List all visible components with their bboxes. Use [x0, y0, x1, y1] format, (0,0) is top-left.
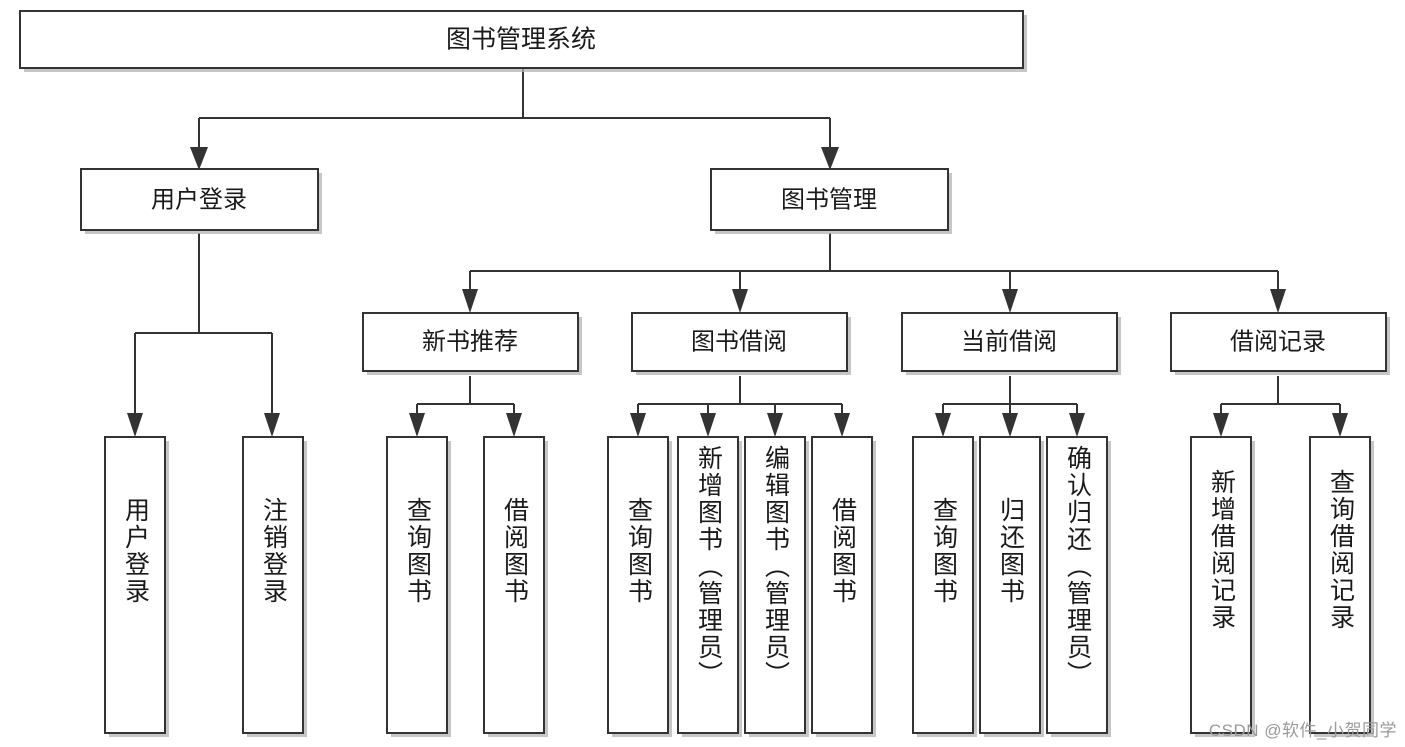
node-leaf-user-login[interactable] — [104, 436, 169, 737]
node-leaf-logout-login[interactable] — [242, 436, 307, 737]
node-borrow-record-box — [1170, 312, 1387, 372]
arrowhead-leaf-return-book — [1002, 413, 1018, 437]
node-root-label: 图书管理系统 — [446, 26, 596, 54]
node-book-management[interactable]: 图书管理 — [710, 168, 952, 234]
node-leaf-add-record[interactable] — [1190, 436, 1255, 737]
node-leaf-query-book-3[interactable] — [912, 436, 977, 737]
node-leaf-query-book-3-box — [912, 436, 974, 734]
connector-group — [127, 69, 1348, 437]
node-book-management-box — [710, 168, 949, 231]
node-book-borrow-box — [631, 312, 848, 372]
csdn-watermark: CSDN @软件_小贺同学 — [1208, 721, 1397, 740]
arrowhead-leaf-user-login — [127, 413, 143, 437]
node-leaf-add-book[interactable] — [677, 436, 742, 737]
arrowhead-book-borrow — [732, 289, 748, 313]
node-leaf-confirm-return[interactable] — [1046, 436, 1111, 737]
node-current-borrow-box — [901, 312, 1118, 372]
arrowhead-leaf-borrow-book-1 — [506, 413, 522, 437]
node-current-borrow[interactable]: 当前借阅 — [901, 312, 1121, 375]
node-leaf-return-book-box — [979, 436, 1041, 734]
node-leaf-query-record[interactable] — [1309, 436, 1374, 737]
node-leaf-add-record-box — [1190, 436, 1252, 734]
node-leaf-query-record-box — [1309, 436, 1371, 734]
node-leaf-borrow-book-1[interactable] — [483, 436, 548, 737]
leaf-nodes-group — [104, 436, 1374, 737]
arrowhead-new-book-recommend — [462, 289, 478, 313]
arrowhead-leaf-query-book-1 — [409, 413, 425, 437]
arrowhead-leaf-add-record — [1213, 413, 1229, 437]
arrowhead-borrow-record — [1270, 289, 1286, 313]
arrowhead-current-borrow — [1002, 289, 1018, 313]
node-leaf-edit-book[interactable] — [744, 436, 809, 737]
node-leaf-return-book[interactable] — [979, 436, 1044, 737]
node-book-management-label: 图书管理 — [781, 186, 877, 213]
arrowhead-leaf-edit-book — [767, 413, 783, 437]
arrowhead-leaf-query-record — [1332, 413, 1348, 437]
node-leaf-query-book-1[interactable] — [386, 436, 451, 737]
node-root[interactable]: 图书管理系统 — [19, 10, 1027, 72]
node-user-login-label: 用户登录 — [151, 186, 247, 213]
node-leaf-borrow-book-2-box — [811, 436, 873, 734]
node-leaf-borrow-book-1-box — [483, 436, 545, 734]
node-leaf-logout-login-box — [242, 436, 304, 734]
node-borrow-record-label: 借阅记录 — [1230, 328, 1326, 355]
node-leaf-user-login-box — [104, 436, 166, 734]
node-current-borrow-label: 当前借阅 — [961, 328, 1057, 355]
arrowhead-leaf-borrow-book-2 — [834, 413, 850, 437]
node-leaf-confirm-return-box — [1046, 436, 1108, 734]
arrowhead-leaf-add-book — [700, 413, 716, 437]
node-leaf-edit-book-box — [744, 436, 806, 734]
node-borrow-record[interactable]: 借阅记录 — [1170, 312, 1390, 375]
node-leaf-borrow-book-2[interactable] — [811, 436, 876, 737]
arrowhead-leaf-logout-login — [264, 413, 280, 437]
node-book-borrow[interactable]: 图书借阅 — [631, 312, 851, 375]
arrowhead-book-management — [821, 147, 839, 170]
node-new-book-recommend[interactable]: 新书推荐 — [362, 312, 582, 375]
node-root-box — [19, 10, 1024, 69]
arrowhead-user-login — [190, 147, 208, 170]
arrowhead-leaf-query-book-2 — [630, 413, 646, 437]
node-leaf-query-book-2-box — [607, 436, 669, 734]
node-book-borrow-label: 图书借阅 — [691, 328, 787, 355]
node-user-login[interactable]: 用户登录 — [80, 168, 322, 234]
arrowhead-leaf-query-book-3 — [935, 413, 951, 437]
node-user-login-box — [80, 168, 319, 231]
node-new-book-recommend-label: 新书推荐 — [422, 328, 518, 355]
node-leaf-add-book-box — [677, 436, 739, 734]
arrowhead-leaf-confirm-return — [1069, 413, 1085, 437]
node-leaf-query-book-1-box — [386, 436, 448, 734]
node-new-book-recommend-box — [362, 312, 579, 372]
node-leaf-query-book-2[interactable] — [607, 436, 672, 737]
